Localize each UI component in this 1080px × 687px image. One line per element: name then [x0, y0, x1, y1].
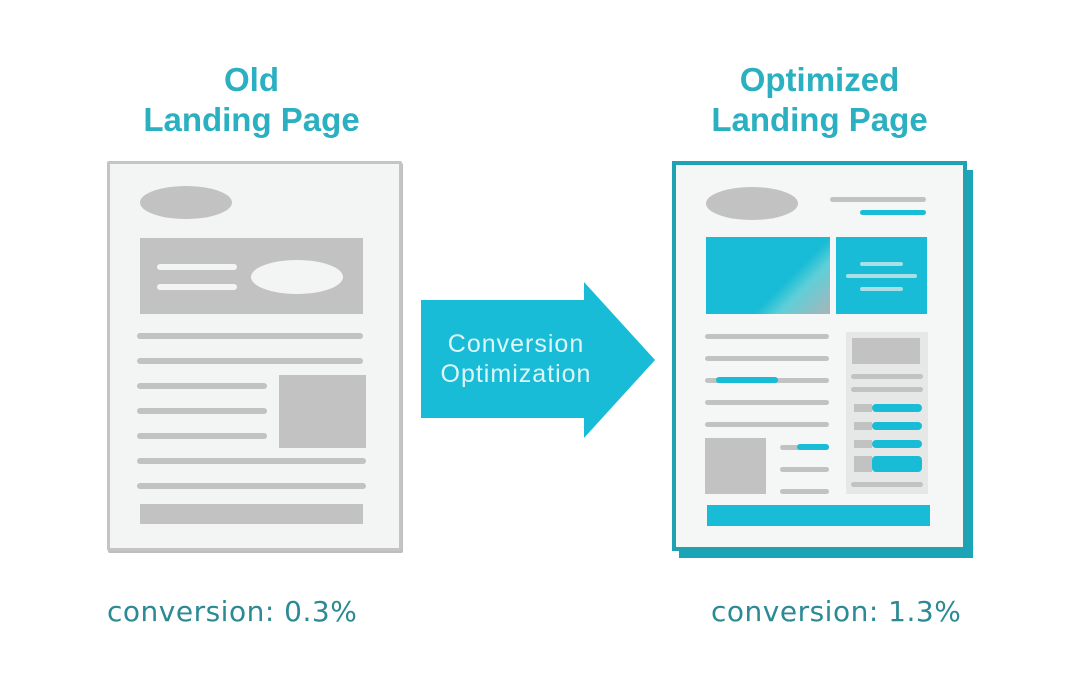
old-landing-page-wireframe: [107, 161, 402, 551]
image-placeholder: [705, 438, 766, 494]
form-submit: [872, 456, 922, 472]
hero-banner: [140, 238, 363, 314]
old-page-title: Old Landing Page: [107, 60, 396, 140]
hero-text-line: [860, 262, 903, 266]
optimized-title-line1: Optimized: [739, 61, 900, 98]
hero-text-line: [860, 287, 903, 291]
sidebar-line: [851, 387, 923, 392]
text-line: [137, 383, 267, 389]
hero-text-line: [846, 274, 917, 278]
text-line: [705, 400, 829, 405]
form-label: [854, 404, 872, 412]
sidebar-form: [846, 332, 928, 494]
form-label: [854, 440, 872, 448]
text-line: [137, 483, 366, 489]
old-title-line2: Landing Page: [143, 101, 360, 138]
sidebar-line: [851, 482, 923, 487]
optimized-conversion-rate: conversion: 1.3%: [711, 595, 962, 628]
optimized-landing-page-wireframe: [672, 161, 967, 551]
arrow-label: Conversion Optimization: [421, 329, 611, 389]
sidebar-image: [852, 338, 920, 364]
arrow-right-icon: [421, 282, 655, 438]
cta-footer-bar: [707, 505, 930, 526]
hero-text-line: [157, 284, 237, 290]
form-label: [854, 422, 872, 430]
sidebar-line: [851, 374, 923, 379]
arrow-label-line1: Conversion: [447, 330, 585, 358]
text-line: [705, 334, 829, 339]
optimized-title-line2: Landing Page: [711, 101, 928, 138]
hero-button-placeholder: [251, 260, 343, 294]
text-link-highlight: [716, 377, 778, 383]
logo-placeholder: [706, 187, 798, 220]
hero-text-panel: [836, 237, 927, 314]
form-field: [872, 422, 922, 430]
text-link-highlight: [797, 444, 829, 450]
logo-placeholder: [140, 186, 232, 219]
hero-image: [706, 237, 830, 314]
arrow-label-line2: Optimization: [440, 360, 592, 388]
text-line: [137, 358, 363, 364]
text-line: [780, 467, 829, 472]
form-field: [872, 440, 922, 448]
hero-text-line: [157, 264, 237, 270]
text-line: [705, 356, 829, 361]
nav-line: [830, 197, 926, 202]
form-field: [872, 404, 922, 412]
footer-bar: [140, 504, 363, 524]
nav-link-highlight: [860, 210, 926, 215]
image-placeholder: [279, 375, 366, 448]
optimized-page-title: Optimized Landing Page: [672, 60, 967, 140]
text-line: [137, 433, 267, 439]
text-line: [137, 333, 363, 339]
text-line: [137, 408, 267, 414]
old-title-line1: Old: [224, 61, 279, 98]
old-conversion-rate: conversion: 0.3%: [107, 595, 358, 628]
text-line: [705, 422, 829, 427]
text-line: [137, 458, 366, 464]
form-label: [854, 456, 872, 472]
text-line: [780, 489, 829, 494]
